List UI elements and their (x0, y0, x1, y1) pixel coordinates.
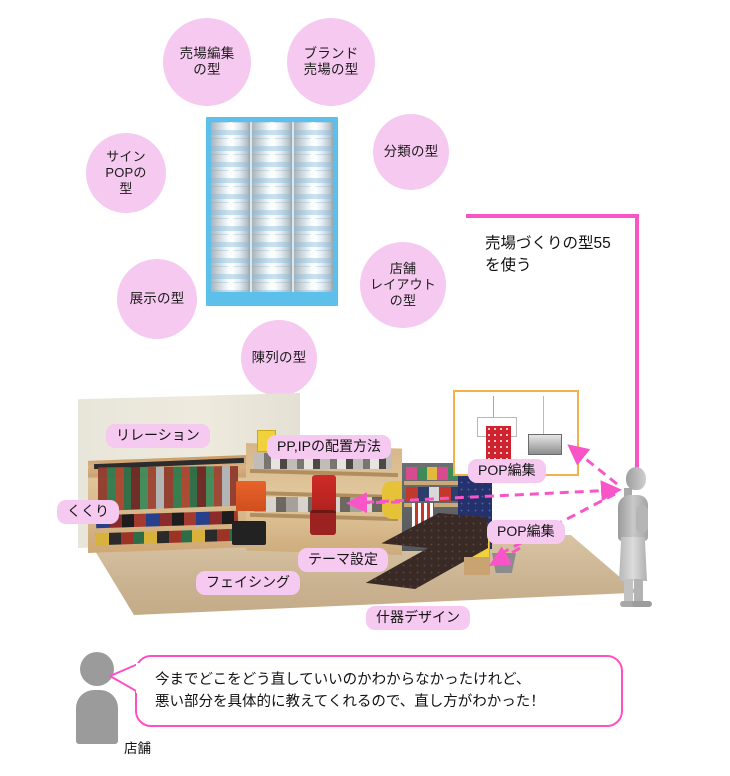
pop-hanger-wire (543, 396, 544, 434)
label-kukuri[interactable]: くくり (57, 500, 119, 525)
concept-circle-sign-pop[interactable]: サイン POPの 型 (86, 133, 166, 213)
bracket-vertical-line (635, 214, 639, 472)
red-bag (310, 510, 336, 535)
concept-circle-tenpo-layout[interactable]: 店舗 レイアウト の型 (360, 242, 446, 328)
pop-hanger-wire (493, 396, 494, 418)
person-body-icon (76, 690, 118, 744)
concept-circle-chinretsu[interactable]: 陳列の型 (241, 320, 317, 396)
store-scene (60, 385, 660, 630)
right-unit-shelf (404, 503, 476, 507)
person-role-label: 店舗 (124, 741, 151, 756)
store-person-icon (72, 652, 122, 744)
testimonial-bubble: 今までどこをどう直していいのかわからなかったけれど、 悪い部分を具体的に教えてく… (135, 655, 623, 727)
bracket-top-line (466, 214, 639, 218)
shelf-photo-inner (211, 122, 333, 292)
yellow-round-sign (382, 481, 402, 519)
label-fixture-design[interactable]: 什器デザイン (366, 606, 470, 631)
label-pp-ip-placement[interactable]: PP,IPの配置方法 (267, 435, 391, 460)
shopper-mannequin (608, 467, 660, 607)
pop-sign-red (486, 426, 511, 465)
pop-sign-gray (528, 434, 562, 455)
shelf-column (293, 122, 333, 292)
right-caption: 売場づくりの型55 を使う (485, 235, 611, 275)
label-relation[interactable]: リレーション (106, 424, 210, 449)
concept-circle-tenji[interactable]: 展示の型 (117, 259, 197, 339)
bubble-tail (109, 663, 142, 693)
label-pop-edit-lower[interactable]: POP編集 (487, 520, 565, 545)
concept-circle-uriba-henshu[interactable]: 売場編集 の型 (163, 18, 251, 106)
concept-circle-brand-uriba[interactable]: ブランド 売場の型 (287, 18, 375, 106)
label-theme-setting[interactable]: テーマ設定 (298, 548, 388, 573)
shelf-column (252, 122, 292, 292)
label-facing[interactable]: フェイシング (196, 571, 300, 596)
concept-circle-bunrui[interactable]: 分類の型 (373, 114, 449, 190)
person-head-icon (80, 652, 114, 686)
orange-folded-stack (236, 481, 266, 511)
hanging-garments (98, 466, 238, 511)
label-pop-edit-upper[interactable]: POP編集 (468, 459, 546, 484)
shelf-column (211, 122, 251, 292)
cardboard-box (464, 557, 490, 575)
black-folded-stack (232, 521, 266, 545)
shelf-planogram-image (206, 117, 338, 306)
testimonial-text: 今までどこをどう直していいのかわからなかったけれど、 悪い部分を具体的に教えてく… (155, 671, 545, 710)
right-unit-shelf (404, 481, 476, 485)
